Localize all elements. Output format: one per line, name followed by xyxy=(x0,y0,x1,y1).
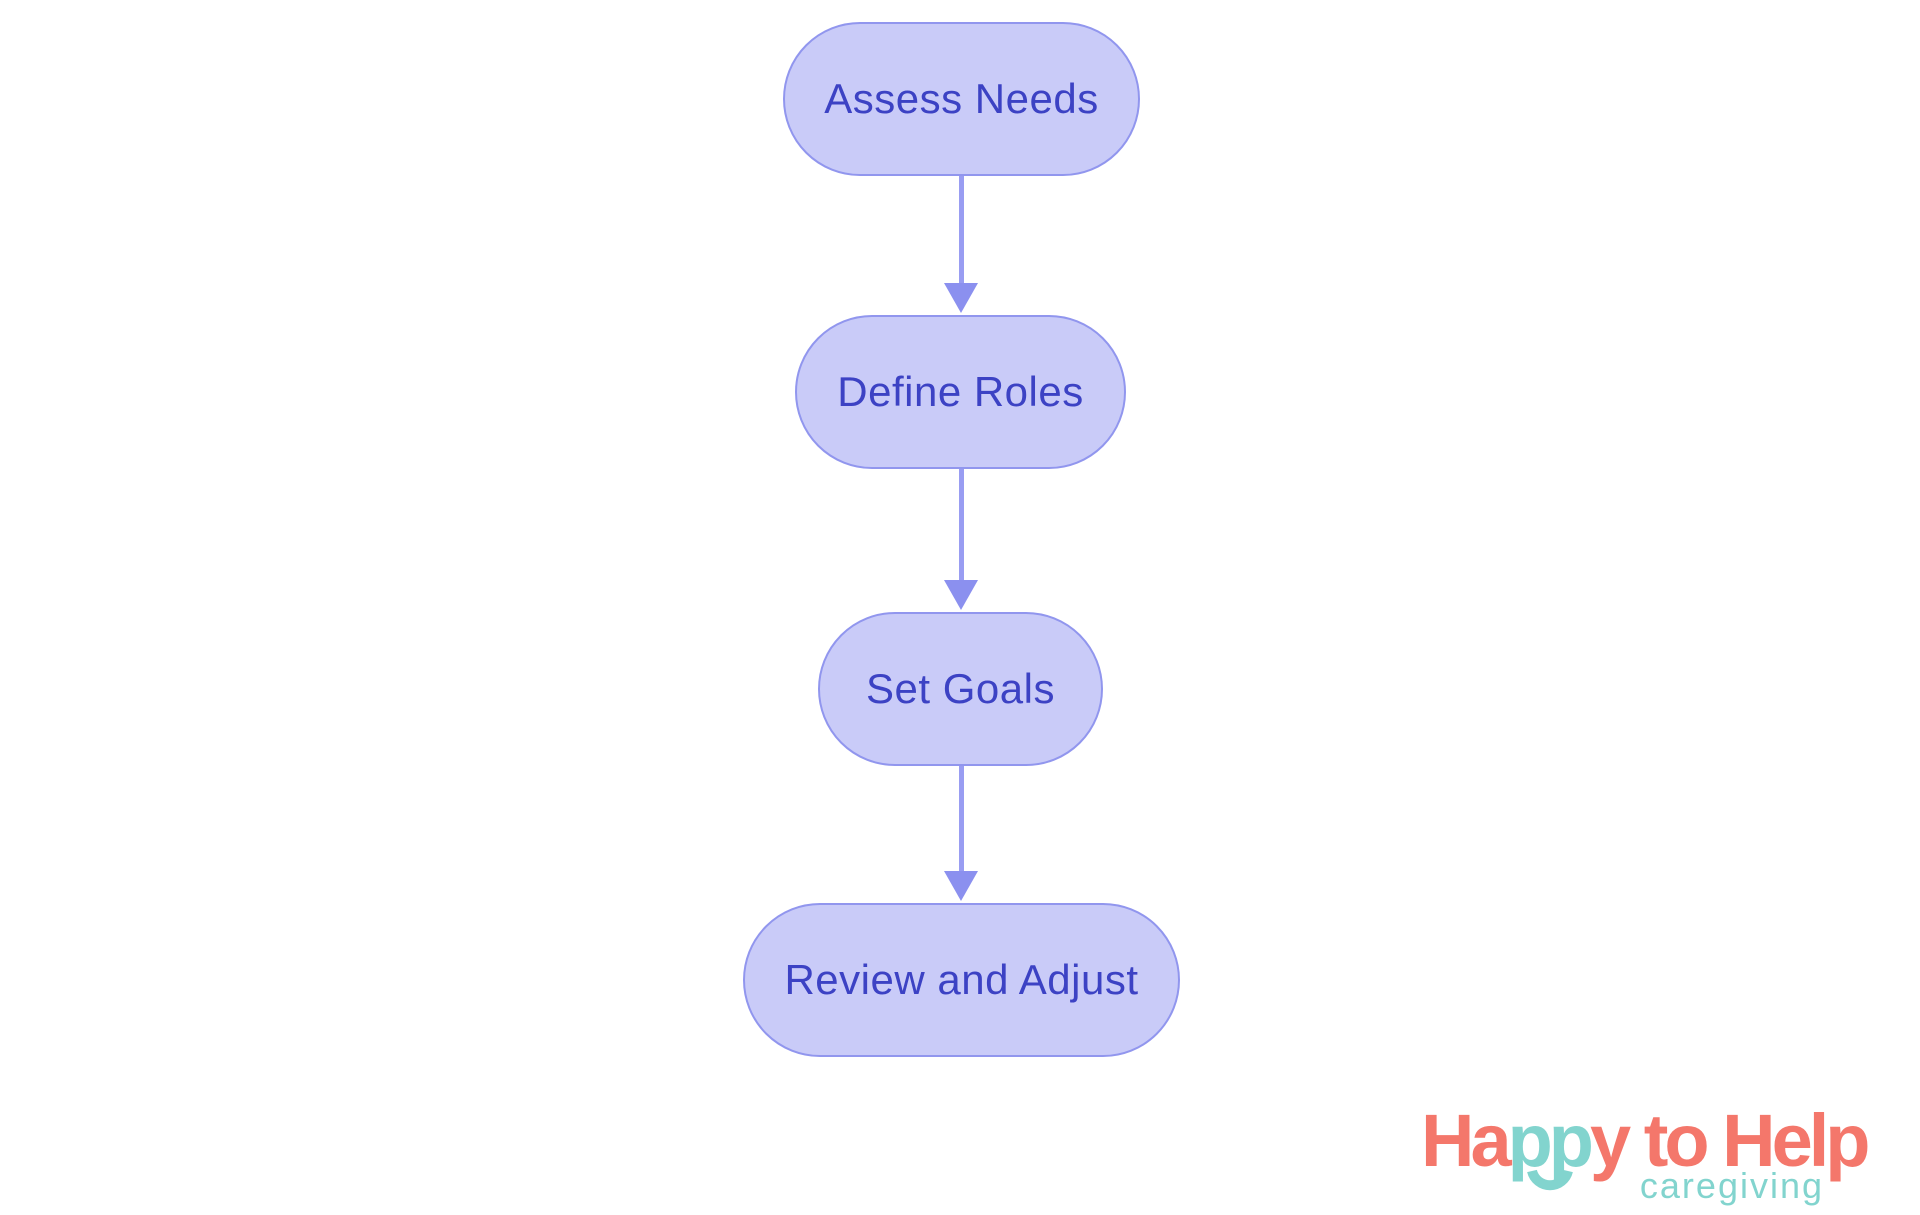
logo-text-segment: pp xyxy=(1507,1099,1594,1182)
logo-text-segment: y to Help xyxy=(1590,1099,1870,1182)
flow-node-set-goals: Set Goals xyxy=(818,612,1103,766)
flow-arrow-down-2 xyxy=(944,469,978,610)
arrow-line xyxy=(958,176,964,283)
flow-node-label: Assess Needs xyxy=(824,75,1099,122)
arrow-line xyxy=(958,469,964,580)
arrow-head-icon xyxy=(944,580,978,610)
flow-node-label: Set Goals xyxy=(866,665,1055,712)
logo-tagline: caregiving xyxy=(1639,1165,1824,1206)
flow-node-label: Define Roles xyxy=(837,368,1084,415)
flow-arrow-down-3 xyxy=(944,766,978,901)
happy-to-help-logo: Happy to Help caregiving xyxy=(1421,1104,1886,1212)
flow-arrow-down-1 xyxy=(944,176,978,313)
smile-icon xyxy=(1527,1169,1573,1191)
flow-node-label: Review and Adjust xyxy=(784,956,1139,1003)
flow-node-review-and-adjust: Review and Adjust xyxy=(743,903,1180,1057)
arrow-head-icon xyxy=(944,283,978,313)
arrow-line xyxy=(958,766,964,871)
logo-text-segment: Ha xyxy=(1421,1099,1512,1182)
arrow-head-icon xyxy=(944,871,978,901)
logo-wordmark: Happy to Help xyxy=(1421,1104,1886,1178)
flow-node-assess-needs: Assess Needs xyxy=(783,22,1140,176)
flow-node-define-roles: Define Roles xyxy=(795,315,1126,469)
